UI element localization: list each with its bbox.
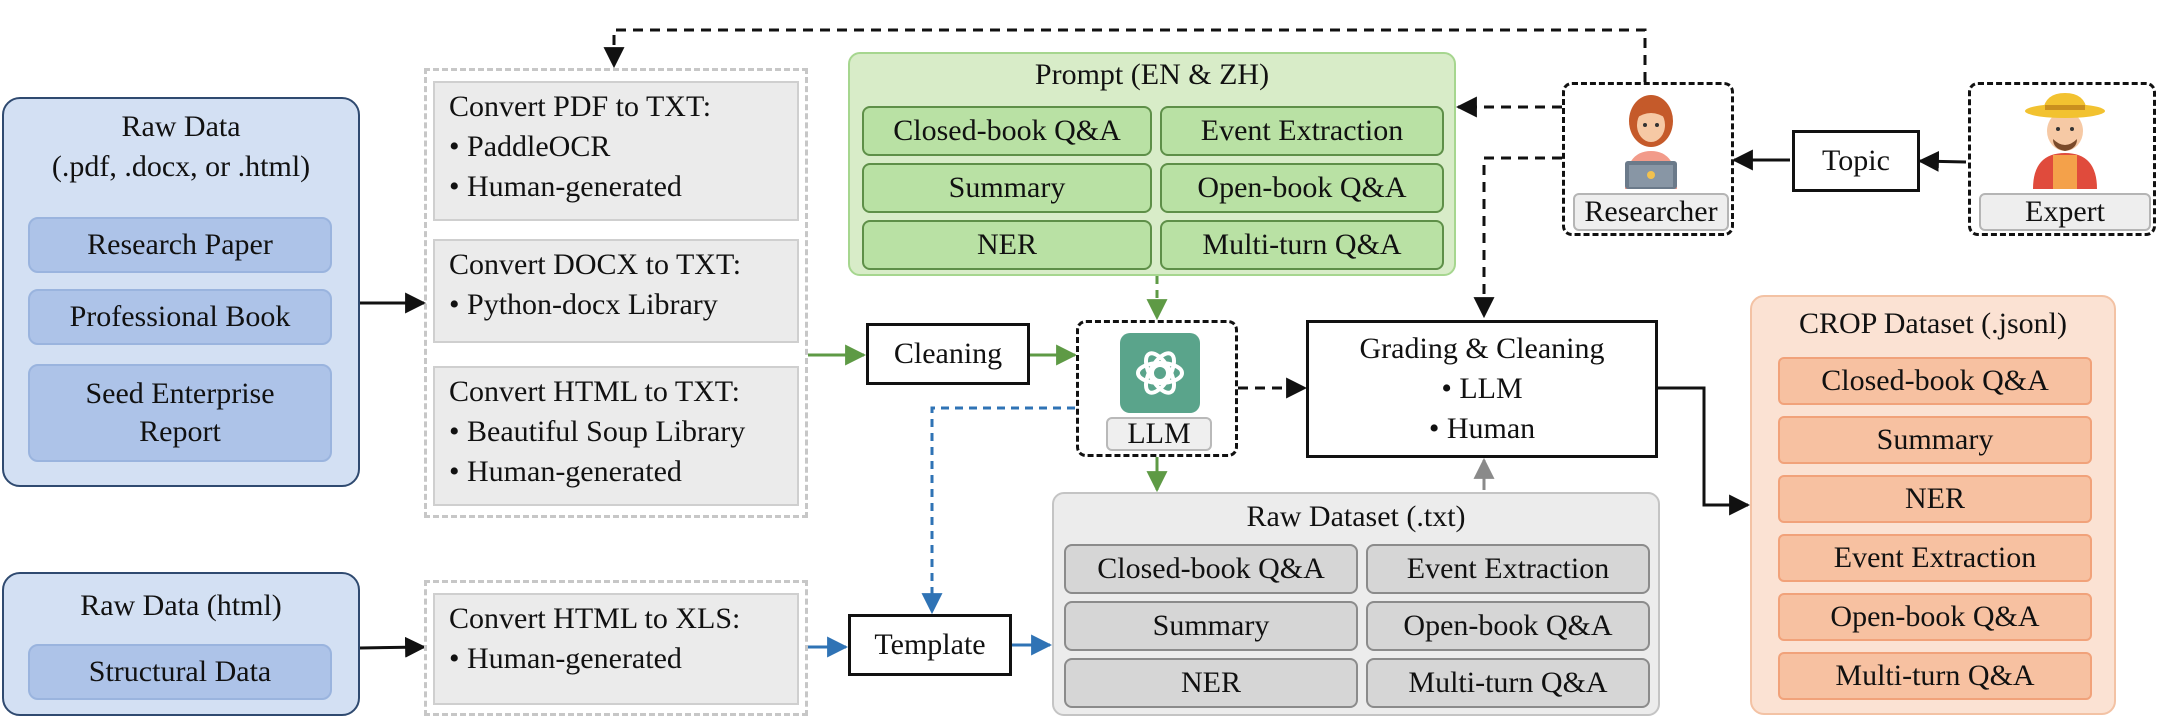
convert-html-title: Convert HTML to TXT: [449, 375, 740, 408]
grading-bullet: • LLM [1441, 372, 1523, 405]
arrow-rawhtml-to-xls [359, 636, 427, 658]
prompt-cell: NER [862, 220, 1152, 270]
prompt-cell: Open-book Q&A [1160, 163, 1444, 213]
raw-data-title: Raw Data [121, 110, 241, 143]
conversion-xls-panel: Convert HTML to XLS: • Human-generated [424, 580, 808, 716]
crop-dataset-panel: CROP Dataset (.jsonl) Closed-book Q&A Su… [1750, 295, 2116, 715]
crop-dataset-title: CROP Dataset (.jsonl) [1798, 307, 2068, 340]
arrow-llm-to-template [921, 406, 1075, 615]
convert-xls-box: Convert HTML to XLS: • Human-generated [433, 593, 799, 705]
raw-item-line-2: Report [139, 415, 221, 448]
expert-label: Expert [1979, 193, 2151, 231]
researcher-box: Researcher [1562, 82, 1734, 236]
convert-pdf-title: Convert PDF to TXT: [449, 90, 712, 123]
convert-html-box: Convert HTML to TXT: • Beautiful Soup Li… [433, 366, 799, 506]
convert-pdf-bullet: • PaddleOCR [449, 130, 611, 163]
prompt-panel: Prompt (EN & ZH) Closed-book Q&A Event E… [848, 52, 1456, 276]
prompt-cell: Closed-book Q&A [862, 106, 1152, 156]
arrow-grading-to-crop [1658, 386, 1751, 516]
convert-html-bullet: • Human-generated [449, 455, 682, 488]
raw-dataset-cell: Open-book Q&A [1366, 601, 1650, 651]
expert-avatar-icon [2019, 91, 2111, 189]
researcher-label: Researcher [1573, 193, 1729, 231]
raw-dataset-cell: Multi-turn Q&A [1366, 658, 1650, 708]
raw-data-html-title: Raw Data (html) [80, 589, 282, 622]
raw-dataset-cell: Event Extraction [1366, 544, 1650, 594]
raw-item-structural-data: Structural Data [28, 644, 332, 700]
raw-data-html-panel: Raw Data (html) Structural Data [2, 572, 360, 716]
arrow-expert-to-topic [1917, 150, 1967, 172]
grading-cleaning-box: Grading & Cleaning • LLM • Human [1306, 320, 1658, 458]
crop-item: Multi-turn Q&A [1778, 652, 2092, 700]
convert-docx-bullet: • Python-docx Library [449, 288, 718, 321]
convert-html-bullet: • Beautiful Soup Library [449, 415, 746, 448]
grading-bullet: • Human [1428, 412, 1536, 445]
raw-item-seed-enterprise-report: Seed Enterprise Report [28, 364, 332, 462]
raw-dataset-cell: Summary [1064, 601, 1358, 651]
raw-item-professional-book: Professional Book [28, 289, 332, 345]
raw-dataset-panel: Raw Dataset (.txt) Closed-book Q&A Event… [1052, 492, 1660, 716]
prompt-cell: Event Extraction [1160, 106, 1444, 156]
raw-data-panel: Raw Data (.pdf, .docx, or .html) Researc… [2, 97, 360, 487]
llm-label: LLM [1106, 417, 1212, 451]
llm-box: LLM [1076, 320, 1238, 457]
prompt-title: Prompt (EN & ZH) [1034, 58, 1270, 91]
raw-dataset-title: Raw Dataset (.txt) [1246, 500, 1466, 533]
convert-xls-title: Convert HTML to XLS: [449, 602, 741, 635]
raw-dataset-cell: Closed-book Q&A [1064, 544, 1358, 594]
template-box: Template [848, 614, 1012, 676]
expert-box: Expert [1968, 82, 2156, 236]
prompt-cell: Multi-turn Q&A [1160, 220, 1444, 270]
grading-title: Grading & Cleaning [1359, 332, 1605, 365]
crop-item: NER [1778, 475, 2092, 523]
convert-pdf-box: Convert PDF to TXT: • PaddleOCR • Human-… [433, 81, 799, 221]
arrow-researcher-to-grading [1473, 156, 1562, 319]
crop-item: Closed-book Q&A [1778, 357, 2092, 405]
convert-docx-box: Convert DOCX to TXT: • Python-docx Libra… [433, 239, 799, 343]
crop-item: Event Extraction [1778, 534, 2092, 582]
conversion-panel: Convert PDF to TXT: • PaddleOCR • Human-… [424, 68, 808, 518]
llm-logo-icon [1120, 333, 1200, 413]
convert-xls-bullet: • Human-generated [449, 642, 682, 675]
crop-item: Summary [1778, 416, 2092, 464]
crop-item: Open-book Q&A [1778, 593, 2092, 641]
topic-box: Topic [1792, 130, 1920, 192]
raw-data-subtitle: (.pdf, .docx, or .html) [51, 150, 311, 183]
raw-dataset-cell: NER [1064, 658, 1358, 708]
raw-item-line-1: Seed Enterprise [85, 377, 275, 410]
raw-item-research-paper: Research Paper [28, 217, 332, 273]
arrow-researcher-to-convert [603, 28, 1647, 82]
convert-pdf-bullet: • Human-generated [449, 170, 682, 203]
convert-docx-title: Convert DOCX to TXT: [449, 248, 742, 281]
prompt-cell: Summary [862, 163, 1152, 213]
cleaning-box: Cleaning [866, 323, 1030, 385]
researcher-avatar-icon [1611, 91, 1691, 189]
